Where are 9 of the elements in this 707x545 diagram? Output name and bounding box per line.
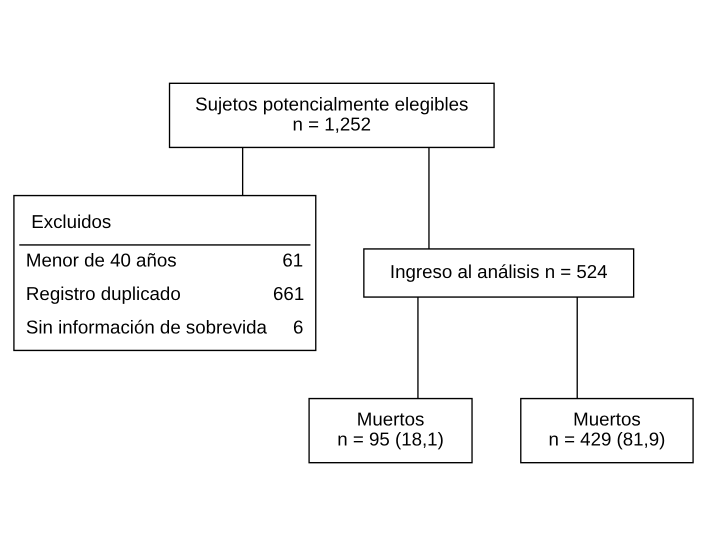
connector	[576, 296, 578, 398]
node-box: Ingreso al análisis n = 524	[363, 248, 634, 298]
connector	[242, 147, 244, 195]
node-box: Sujetos potencialmente elegibles n = 1,252	[168, 82, 495, 148]
node-box: Muertos n = 429 (81,9)	[520, 397, 694, 463]
connector	[417, 296, 419, 398]
node-box: Muertos n = 95 (18,1)	[308, 397, 473, 463]
connector	[428, 147, 430, 248]
node-box: Excluidos Menor de 40 años 61 Registro duplicado 661 Sin información de sobrevida 6	[13, 194, 316, 351]
